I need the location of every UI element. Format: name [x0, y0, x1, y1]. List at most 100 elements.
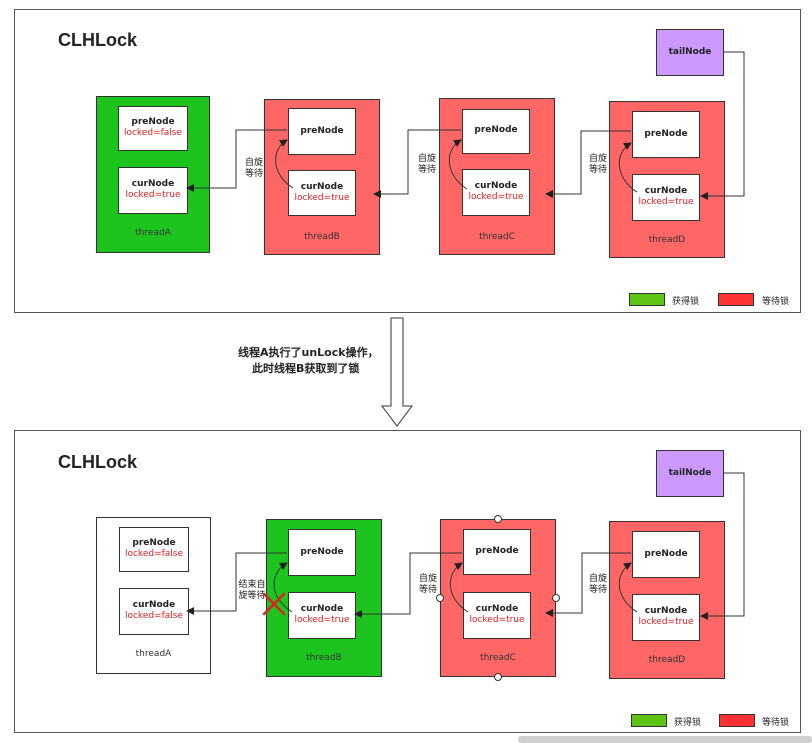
bottom-spin-label-c: 自旋 等待: [418, 574, 437, 595]
bottom-spin-label-b: 结束自 旋等待: [238, 580, 266, 601]
top-thread-b-prenode: preNode: [288, 108, 356, 155]
top-arrow-c-to-b: [373, 129, 461, 198]
selection-handle-bottom: [494, 673, 502, 681]
top-thread-c-curnode: curNode locked=true: [462, 169, 530, 216]
top-diagram-title: CLHLock: [58, 30, 138, 50]
top-legend-acquired-swatch: [629, 293, 665, 306]
horizontal-scrollbar[interactable]: [518, 736, 812, 743]
top-thread-a-curnode: curNode locked=true: [118, 167, 188, 214]
locked-value: locked=true: [125, 190, 181, 200]
top-legend-waiting-label: 等待锁: [762, 297, 790, 307]
selection-handle-top: [494, 515, 502, 523]
top-spin-label-c: 自旋 等待: [417, 154, 436, 175]
bottom-thread-d-curnode: curNode locked=true: [632, 594, 700, 641]
top-arrow-b-to-a: [186, 129, 287, 192]
top-thread-a: preNode locked=false curNode locked=true…: [96, 96, 210, 253]
top-thread-d-curnode: curNode locked=true: [632, 174, 700, 221]
bottom-thread-a-prenode: preNode locked=false: [119, 527, 189, 572]
top-thread-c: preNode curNode locked=true threadC: [439, 98, 555, 255]
prenode-label: preNode: [475, 546, 519, 556]
top-legend-waiting-swatch: [718, 293, 754, 306]
transition-down-arrow: [381, 317, 413, 427]
top-tail-node: tailNode: [656, 29, 724, 76]
locked-value: locked=false: [123, 128, 183, 138]
curnode-label: curNode: [300, 604, 344, 614]
bottom-spin-curve-c: [449, 562, 469, 613]
top-arrow-d-to-c: [545, 130, 631, 198]
prenode-label: preNode: [132, 538, 176, 548]
bottom-thread-c-prenode: preNode: [463, 529, 531, 575]
top-spin-curve-d: [618, 142, 638, 193]
bottom-thread-b: preNode curNode locked=true threadB: [266, 519, 382, 677]
bottom-arrow-d-to-c: [545, 552, 631, 617]
prenode-label: preNode: [300, 126, 344, 136]
bottom-spin-curve-d: [618, 562, 638, 613]
top-thread-b-curnode: curNode locked=true: [288, 170, 356, 216]
top-thread-d: preNode curNode locked=true threadD: [609, 101, 725, 258]
bottom-thread-d-prenode: preNode: [632, 531, 700, 578]
selection-handle-left: [436, 594, 444, 602]
top-spin-curve-b: [275, 139, 294, 189]
bottom-diagram-title: CLHLock: [58, 452, 138, 472]
locked-value: locked=false: [124, 549, 184, 559]
bottom-arrow-c-to-b: [354, 552, 462, 618]
locked-value: locked=true: [638, 197, 694, 207]
curnode-label: curNode: [644, 186, 688, 196]
bottom-thread-a: preNode locked=false curNode locked=fals…: [96, 517, 211, 674]
bottom-arrow-b-to-a: [186, 552, 287, 615]
curnode-label: curNode: [644, 606, 688, 616]
top-thread-b: preNode curNode locked=true threadB: [264, 99, 380, 255]
spin-ended-x-icon: [262, 592, 286, 616]
bottom-thread-a-curnode: curNode locked=false: [119, 588, 189, 635]
thread-label: threadA: [135, 228, 171, 238]
top-spin-label-b: 自旋 等待: [244, 158, 263, 179]
thread-label: threadA: [135, 649, 172, 659]
prenode-label: preNode: [300, 547, 344, 557]
top-legend-acquired-label: 获得锁: [672, 297, 700, 307]
bottom-thread-b-curnode: curNode locked=true: [288, 592, 356, 639]
selection-handle-right: [552, 594, 560, 602]
bottom-thread-b-prenode: preNode: [288, 529, 356, 576]
bottom-legend-waiting-label: 等待锁: [762, 718, 790, 728]
bottom-legend-acquired-swatch: [631, 714, 667, 727]
curnode-label: curNode: [131, 179, 175, 189]
transition-caption-line2: 此时线程B获取到了锁: [252, 362, 360, 375]
top-connectors: [186, 51, 745, 200]
thread-label: threadD: [648, 235, 686, 245]
top-spin-curve-c: [448, 139, 468, 190]
top-tail-arrow: [700, 51, 745, 200]
thread-label: threadC: [480, 653, 516, 663]
bottom-connectors: [186, 472, 745, 620]
bottom-legend-waiting-swatch: [719, 714, 755, 727]
locked-value: locked=true: [638, 617, 694, 627]
top-thread-c-prenode: preNode: [462, 109, 530, 154]
prenode-label: preNode: [131, 117, 175, 127]
curnode-label: curNode: [474, 181, 518, 191]
bottom-spin-curve-b: [273, 562, 293, 613]
prenode-label: preNode: [644, 549, 688, 559]
curnode-label: curNode: [132, 600, 176, 610]
thread-label: threadB: [304, 232, 340, 242]
selection-handles: [436, 515, 560, 681]
locked-value: locked=true: [294, 615, 350, 625]
prenode-label: preNode: [644, 129, 688, 139]
bottom-spin-label-d: 自旋 等待: [588, 574, 607, 595]
transition-caption-line1: 线程A执行了unLock操作，: [238, 346, 379, 359]
locked-value: locked=true: [294, 193, 350, 203]
top-thread-a-prenode: preNode locked=false: [118, 106, 188, 151]
top-thread-d-prenode: preNode: [632, 111, 700, 158]
bottom-thread-c-curnode: curNode locked=true: [463, 592, 531, 639]
thread-label: threadC: [479, 232, 515, 242]
locked-value: locked=true: [469, 615, 525, 625]
thread-label: threadD: [648, 655, 686, 665]
locked-value: locked=false: [124, 611, 184, 621]
prenode-label: preNode: [474, 125, 518, 135]
bottom-tail-node: tailNode: [656, 450, 724, 497]
curnode-label: curNode: [475, 604, 519, 614]
locked-value: locked=true: [468, 192, 524, 202]
bottom-thread-d: preNode curNode locked=true threadD: [609, 521, 725, 679]
thread-label: threadB: [306, 653, 342, 663]
bottom-tail-arrow: [700, 472, 745, 620]
top-spin-label-d: 自旋 等待: [588, 154, 607, 175]
